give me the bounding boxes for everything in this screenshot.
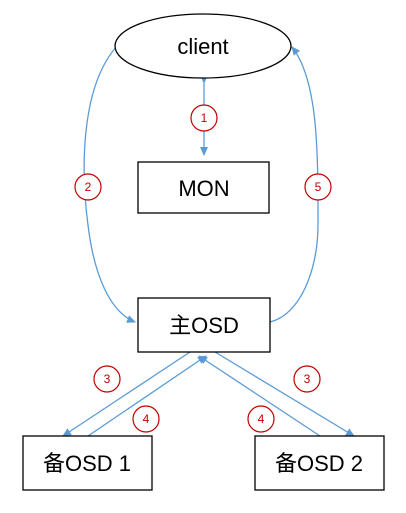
step-marker-3-right-label: 3 (304, 372, 311, 386)
arrow-client-to-primary-osd (83, 45, 136, 323)
client-label: client (177, 34, 228, 59)
step-marker-4-right: 4 (247, 405, 275, 433)
replica-osd-2-box (254, 435, 385, 491)
arrow-primary-osd-to-client (269, 46, 319, 323)
step-marker-1-circle (190, 104, 218, 132)
primary-osd-box (137, 297, 271, 353)
arrow-replica-2-ack (198, 355, 321, 437)
step-marker-1-label: 1 (201, 111, 208, 125)
client-ellipse (114, 13, 292, 79)
mon-box (137, 161, 270, 214)
mon-label: MON (178, 176, 229, 201)
step-marker-3-left-circle (93, 365, 121, 393)
step-marker-5-circle (304, 173, 332, 201)
step-marker-3-left-label: 3 (104, 372, 111, 386)
step-marker-4-left-label: 4 (143, 412, 150, 426)
step-marker-4-left: 4 (132, 405, 160, 433)
node-primary-osd: 主OSD (137, 297, 271, 353)
step-marker-5: 5 (304, 173, 332, 201)
replica-osd-2-label: 备OSD 2 (275, 451, 363, 476)
node-mon: MON (137, 161, 270, 214)
replica-osd-1-label: 备OSD 1 (43, 451, 131, 476)
step-marker-3-left: 3 (93, 365, 121, 393)
arrow-replica-1-ack (87, 355, 207, 437)
step-marker-4-right-label: 4 (258, 412, 265, 426)
replica-osd-1-box (22, 435, 153, 491)
node-client: client (114, 13, 292, 79)
node-replica-osd-1: 备OSD 1 (22, 435, 153, 491)
step-marker-4-right-circle (247, 405, 275, 433)
step-marker-2-label: 2 (85, 180, 92, 194)
step-marker-2-circle (74, 173, 102, 201)
node-replica-osd-2: 备OSD 2 (254, 435, 385, 491)
connectors (62, 45, 355, 437)
step-marker-2: 2 (74, 173, 102, 201)
step-marker-4-left-circle (132, 405, 160, 433)
step-marker-3-right: 3 (293, 365, 321, 393)
step-marker-5-label: 5 (315, 180, 322, 194)
primary-osd-label: 主OSD (169, 313, 239, 338)
arrow-primary-to-replica-1 (62, 351, 191, 437)
step-marker-1: 1 (190, 104, 218, 132)
arrow-primary-to-replica-2 (214, 351, 355, 437)
step-marker-3-right-circle (293, 365, 321, 393)
